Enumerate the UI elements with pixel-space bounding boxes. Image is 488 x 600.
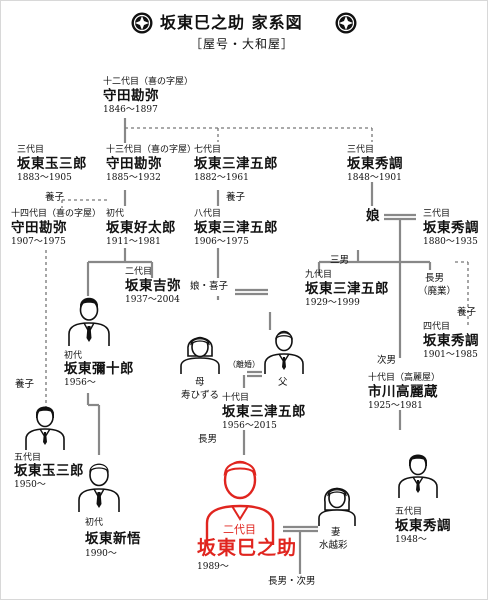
shucho4-years: 1901～1985 — [423, 350, 478, 360]
shingo1-generation: 初代 — [85, 518, 104, 528]
kinship-lines — [86, 118, 432, 574]
third-son-label: 三男 — [330, 255, 350, 266]
yajuro1-name: 坂東彌十郎 — [64, 361, 134, 377]
father-label: 父 — [278, 377, 288, 388]
kichiya2-years: 1937～2004 — [125, 295, 180, 305]
mitsugoro10-generation: 十代目 — [222, 393, 250, 403]
shucho3b-name: 坂東秀調 — [423, 220, 479, 236]
shucho3-name: 坂東秀調 — [347, 156, 403, 172]
koraizo10-generation: 十代目（高麗屋） — [368, 373, 441, 383]
shucho3b-generation: 三代目 — [423, 209, 451, 219]
mitsugoro8-name: 坂東三津五郎 — [194, 220, 278, 236]
adopted-label: 養子 — [457, 307, 477, 318]
eldest-son-retired-note: （廃業） — [418, 286, 457, 297]
tamasaburo3-name: 坂東玉三郎 — [17, 156, 87, 172]
minosuke2-name: 坂東巳之助 — [197, 537, 298, 559]
kanya13-name: 守田勘弥 — [106, 156, 162, 172]
mitsugoro7-generation: 七代目 — [194, 145, 222, 155]
kanya14-name: 守田勘弥 — [11, 220, 67, 236]
mitsugoro10-name: 坂東三津五郎 — [222, 404, 306, 420]
shucho5-generation: 五代目 — [395, 507, 423, 517]
kanya12-name: 守田勘弥 — [103, 88, 159, 104]
daughter-kiko-label: 娘・喜子 — [190, 281, 229, 292]
page-subtitle: ［屋号・大和屋］ — [190, 37, 295, 51]
shucho4-name: 坂東秀調 — [423, 333, 479, 349]
father-avatar-icon — [262, 326, 306, 374]
tamasaburo3-generation: 三代目 — [17, 145, 45, 155]
page-title: 坂東巳之助 家系図 — [160, 13, 303, 32]
koraizo10-name: 市川高麗蔵 — [368, 384, 438, 400]
daughter-name: 娘 — [366, 208, 380, 224]
kanya14-generation: 十四代目（喜の字屋） — [11, 209, 102, 219]
children-label: 長男・次男 — [268, 576, 316, 587]
shucho3-years: 1848～1901 — [347, 173, 402, 183]
minosuke2-years: 1989～ — [197, 562, 229, 572]
yoshitaro1-years: 1911～1981 — [106, 237, 161, 247]
yajuro1-generation: 初代 — [64, 351, 83, 361]
mother-label: 母 — [195, 377, 205, 388]
adopted-label: 養子 — [15, 379, 35, 390]
mother-avatar-icon — [178, 330, 222, 374]
kanya14-years: 1907～1975 — [11, 237, 66, 247]
kanya12-years: 1846～1897 — [103, 105, 158, 115]
shucho5-years: 1948～ — [395, 535, 427, 545]
eldest-son-label: 長男 — [198, 434, 218, 445]
mitsugoro7-name: 坂東三津五郎 — [194, 156, 278, 172]
kichiya2-generation: 二代目 — [125, 267, 153, 277]
crest-right-icon — [335, 12, 357, 34]
tamasaburo5-years: 1950～ — [14, 480, 46, 490]
shucho3b-years: 1880～1935 — [423, 237, 478, 247]
adoption-lines — [45, 127, 469, 415]
shucho3-generation: 三代目 — [347, 145, 375, 155]
shucho5-name: 坂東秀調 — [395, 518, 451, 534]
yajuro-avatar-icon — [66, 292, 112, 346]
shingo-avatar-icon — [76, 458, 122, 512]
tamasaburo5-generation: 五代目 — [14, 453, 42, 463]
mitsugoro9-generation: 九代目 — [305, 270, 333, 280]
mitsugoro7-years: 1882～1961 — [194, 173, 249, 183]
kanya13-generation: 十三代目（喜の字屋） — [106, 145, 197, 155]
eldest-son-retired-label: 長男 — [425, 273, 445, 284]
mitsugoro8-generation: 八代目 — [194, 209, 222, 219]
mother-name: 寿ひずる — [181, 390, 220, 401]
kanya13-years: 1885～1932 — [106, 173, 161, 183]
second-son-label: 次男 — [377, 355, 397, 366]
tamasaburo3-years: 1883～1905 — [17, 173, 72, 183]
mitsugoro8-years: 1906～1975 — [194, 237, 249, 247]
adopted-label: 養子 — [45, 192, 65, 203]
koraizo10-years: 1925～1981 — [368, 401, 423, 411]
adopted-label: 養子 — [226, 192, 246, 203]
shucho5-avatar-icon — [396, 448, 440, 498]
wife-name: 水越彩 — [319, 540, 348, 551]
divorce-label: （離婚） — [228, 360, 260, 369]
crest-left-icon — [131, 12, 153, 34]
tamasaburo5-name: 坂東玉三郎 — [14, 463, 84, 479]
mitsugoro10-years: 1956～2015 — [222, 421, 277, 431]
yajuro1-years: 1956～ — [64, 378, 96, 388]
wife-label: 妻 — [331, 527, 341, 538]
mitsugoro9-years: 1929～1999 — [305, 298, 360, 308]
yoshitaro1-generation: 初代 — [106, 209, 125, 219]
yoshitaro1-name: 坂東好太郎 — [106, 220, 176, 236]
minosuke2-generation: 二代目 — [223, 523, 256, 536]
shucho4-generation: 四代目 — [423, 322, 451, 332]
tamasaburo5-avatar-icon — [23, 400, 67, 450]
wife-avatar-icon — [316, 480, 358, 526]
minosuke-avatar-icon — [203, 453, 277, 545]
shingo1-years: 1990～ — [85, 549, 117, 559]
kichiya2-name: 坂東吉弥 — [125, 278, 181, 294]
shingo1-name: 坂東新悟 — [85, 531, 141, 547]
kanya12-generation: 十二代目（喜の字屋） — [103, 77, 194, 87]
mitsugoro9-name: 坂東三津五郎 — [305, 281, 389, 297]
